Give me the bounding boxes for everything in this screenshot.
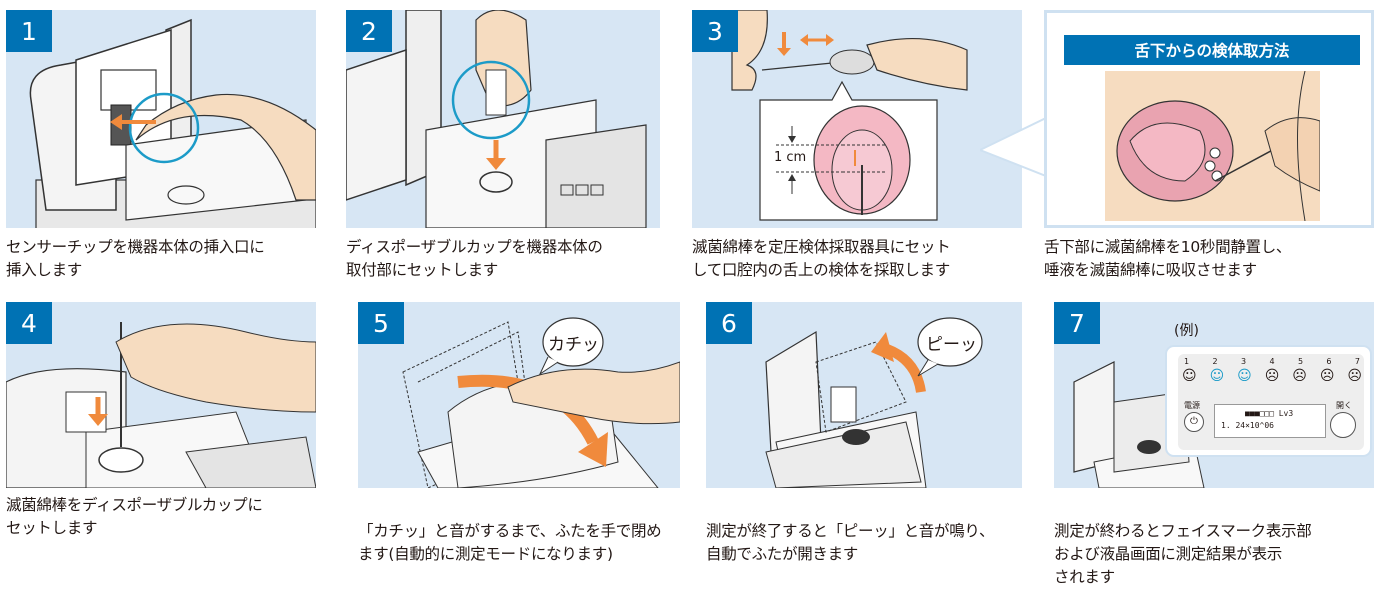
step-6-caption-line2: 自動でふたが開きます <box>706 545 859 563</box>
step-4-panel: 4 <box>6 302 316 488</box>
step-2-illustration <box>346 10 647 228</box>
face-icon-4: ☹ <box>1264 368 1280 384</box>
step-2-panel: 2 <box>346 10 660 228</box>
step-1-number: 1 <box>6 10 52 52</box>
power-button-icon: ⏻ <box>1184 412 1204 432</box>
sublingual-illustration <box>1105 71 1320 221</box>
step-3-panel: 3 1 cm <box>692 10 1022 228</box>
sublingual-caption: 舌下部に滅菌綿棒を10秒間静置し、 唾液を滅菌綿棒に吸収させます <box>1044 236 1291 282</box>
step-2-caption-line1: ディスポーザブルカップを機器本体の <box>346 238 603 256</box>
step-6-illustration <box>765 317 983 488</box>
step-3-number: 3 <box>692 10 738 52</box>
step-7-caption-line1: 測定が終わるとフェイスマーク表示部 <box>1054 522 1312 540</box>
power-label: 電源 <box>1184 401 1200 410</box>
face-icon-7: ☹ <box>1347 368 1362 384</box>
face-icon-5: ☹ <box>1292 368 1307 384</box>
step-7-caption: 測定が終わるとフェイスマーク表示部 および液晶画面に測定結果が表示 されます <box>1054 520 1312 589</box>
step-2-caption-line2: 取付部にセットします <box>346 261 499 279</box>
step-1-caption-line1: センサーチップを機器本体の挿入口に <box>6 238 265 256</box>
step-6-panel: 6 ピーッ <box>706 302 1022 488</box>
step-7-number: 7 <box>1054 302 1100 344</box>
step-5-sound-label: カチッ <box>548 335 599 355</box>
step-4-caption-line1: 滅菌綿棒をディスポーザブルカップに <box>6 496 263 514</box>
sublingual-caption-line2: 唾液を滅菌綿棒に吸収させます <box>1044 261 1257 279</box>
step-4-illustration <box>6 322 316 488</box>
step-1-illustration <box>29 18 316 228</box>
step-4-number: 4 <box>6 302 52 344</box>
step-1-caption-line2: 挿入します <box>6 261 83 279</box>
step-3-caption: 滅菌綿棒を定圧検体採取器具にセット して口腔内の舌上の検体を採取します <box>692 236 951 282</box>
sublingual-caption-line1: 舌下部に滅菌綿棒を10秒間静置し、 <box>1044 238 1292 256</box>
step-1-caption: センサーチップを機器本体の挿入口に 挿入します <box>6 236 265 282</box>
face-icon-1: ☺ <box>1182 368 1197 384</box>
step-7-caption-line3: されます <box>1054 568 1115 586</box>
lcd-value: 1. 24×10^06 <box>1221 421 1274 430</box>
step-5-illustration <box>402 317 680 488</box>
step-5-number: 5 <box>358 302 404 344</box>
face-number-1: 1 <box>1184 357 1190 366</box>
step-2-caption: ディスポーザブルカップを機器本体の 取付部にセットします <box>346 236 603 282</box>
step-3-caption-line2: して口腔内の舌上の検体を採取します <box>692 261 950 279</box>
step-7-example-label: (例) <box>1174 323 1199 339</box>
face-number-5: 5 <box>1297 357 1304 366</box>
step-3-illustration <box>731 10 968 221</box>
step-5-caption-line2: ます(自動的に測定モードになります) <box>358 545 613 563</box>
lcd-level-bar: ■■■□□□ Lv3 <box>1245 409 1294 418</box>
face-mark-row: ☺ ☺ ☺ ☹ ☹ ☹ ☹ <box>1182 368 1362 384</box>
step-2-number: 2 <box>346 10 392 52</box>
face-number-row: 1 2 3 4 5 6 7 <box>1184 357 1360 366</box>
sublingual-panel: 舌下からの検体取方法 <box>1044 10 1374 228</box>
step-6-number: 6 <box>706 302 752 344</box>
lcd-screen: ■■■□□□ Lv3 1. 24×10^06 <box>1214 404 1326 438</box>
step-5-panel: 5 カチッ <box>358 302 680 488</box>
face-icon-3: ☺ <box>1237 368 1252 384</box>
face-number-3: 3 <box>1240 357 1247 366</box>
step-3-measure-label: 1 cm <box>774 150 807 165</box>
step-5-caption-line1: 「カチッ」と音がするまで、ふたを手で閉め <box>358 522 662 540</box>
callout-pointer <box>980 116 1047 178</box>
face-number-7: 7 <box>1354 357 1360 366</box>
face-icon-2: ☺ <box>1209 368 1225 384</box>
open-button-icon <box>1330 412 1356 438</box>
step-7-panel: 7 (例) 1 2 3 4 5 6 7 ☺ ☺ ☺ ☹ ☹ ☹ ☹ 電源 ⏻ <box>1054 302 1374 488</box>
open-label: 開く <box>1336 401 1352 410</box>
step-4-caption-line2: セットします <box>6 519 98 537</box>
device-display-panel: 1 2 3 4 5 6 7 ☺ ☺ ☺ ☹ ☹ ☹ ☹ 電源 ⏻ ■■■□□□ … <box>1178 354 1364 450</box>
face-number-2: 2 <box>1212 357 1218 366</box>
lcd-level-label: Lv3 <box>1278 409 1294 418</box>
step-6-caption: 測定が終了すると「ピーッ」と音が鳴り、 自動でふたが開きます <box>706 520 994 566</box>
step-7-caption-line2: および液晶画面に測定結果が表示 <box>1054 545 1283 563</box>
step-1-panel: 1 <box>6 10 316 228</box>
sublingual-title: 舌下からの検体取方法 <box>1064 35 1360 65</box>
face-number-4: 4 <box>1269 357 1275 366</box>
face-icon-6: ☹ <box>1319 368 1335 384</box>
step-4-caption: 滅菌綿棒をディスポーザブルカップに セットします <box>6 494 263 540</box>
step-6-caption-line1: 測定が終了すると「ピーッ」と音が鳴り、 <box>706 522 995 540</box>
face-number-6: 6 <box>1326 357 1332 366</box>
step-6-sound-label: ピーッ <box>926 335 977 355</box>
step-3-caption-line1: 滅菌綿棒を定圧検体採取器具にセット <box>692 238 951 256</box>
step-5-caption: 「カチッ」と音がするまで、ふたを手で閉め ます(自動的に測定モードになります) <box>358 520 662 566</box>
